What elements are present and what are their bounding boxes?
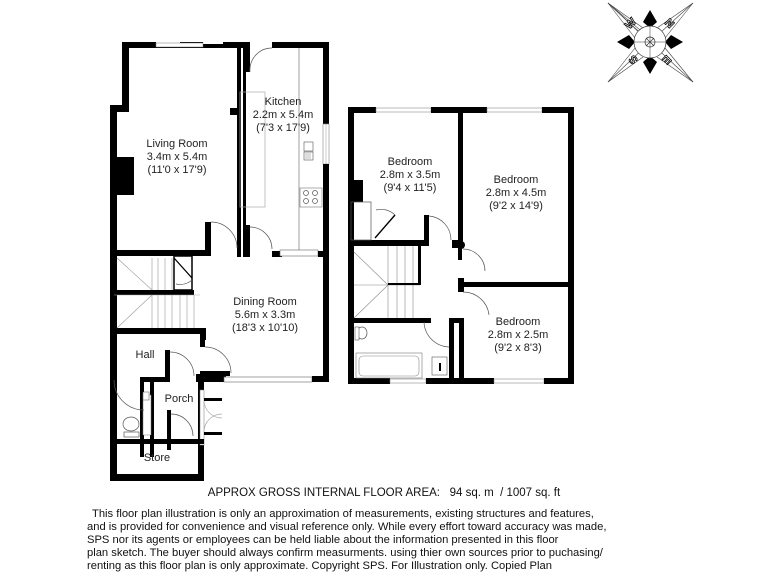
room-imperial: (9'4 x 11'5) bbox=[384, 182, 437, 194]
room-name: Bedroom bbox=[388, 156, 433, 168]
disclaimer-line: SPS nor its agents or employees can be h… bbox=[87, 534, 559, 546]
room-imperial: (18'3 x 10'10) bbox=[232, 322, 298, 334]
room-bedroom-2: Bedroom 2.8m x 4.5m (9'2 x 14'9) bbox=[486, 174, 547, 212]
ground-floor-plan bbox=[110, 42, 330, 481]
room-metric: 5.6m x 3.3m bbox=[235, 309, 296, 321]
room-name: Kitchen bbox=[265, 96, 302, 108]
compass-letter-s: S bbox=[627, 52, 641, 66]
room-porch: Porch bbox=[165, 393, 194, 405]
compass-letter-e: E bbox=[659, 52, 673, 66]
room-labels: Living Room 3.4m x 5.4m (11'0 x 17'9) Ki… bbox=[136, 96, 549, 464]
compass-rose-icon: W N S E bbox=[607, 2, 694, 83]
room-bedroom-1: Bedroom 2.8m x 3.5m (9'4 x 11'5) bbox=[380, 156, 441, 194]
room-name: Living Room bbox=[146, 138, 207, 150]
staircase-ground bbox=[114, 255, 206, 340]
room-metric: 2.8m x 4.5m bbox=[486, 187, 547, 199]
disclaimer-line: This floor plan illustration is only an … bbox=[92, 508, 594, 520]
room-living-room: Living Room 3.4m x 5.4m (11'0 x 17'9) bbox=[146, 138, 207, 176]
room-imperial: (9'2 x 8'3) bbox=[494, 342, 542, 354]
floor-area-separator: / bbox=[500, 487, 504, 499]
room-name: Store bbox=[144, 452, 170, 464]
room-name: Porch bbox=[165, 393, 194, 405]
room-name: Bedroom bbox=[496, 316, 541, 328]
room-imperial: (9'2 x 14'9) bbox=[489, 200, 543, 212]
room-store: Store bbox=[144, 452, 170, 464]
disclaimer-line: renting as this floor plan is only appro… bbox=[87, 560, 552, 572]
room-imperial: (7'3 x 17'9) bbox=[256, 122, 310, 134]
first-floor-plan bbox=[348, 107, 574, 384]
room-hall: Hall bbox=[136, 349, 155, 361]
floor-area-label: APPROX GROSS INTERNAL FLOOR AREA: bbox=[207, 487, 440, 499]
floor-area-imperial: 1007 sq. ft bbox=[506, 487, 561, 499]
floor-area-metric: 94 sq. m bbox=[449, 487, 494, 499]
room-metric: 3.4m x 5.4m bbox=[147, 151, 208, 163]
room-metric: 2.2m x 5.4m bbox=[253, 109, 314, 121]
room-metric: 2.8m x 2.5m bbox=[488, 329, 549, 341]
disclaimer-text: This floor plan illustration is only an … bbox=[87, 508, 707, 573]
room-dining-room: Dining Room 5.6m x 3.3m (18'3 x 10'10) bbox=[232, 296, 298, 334]
room-name: Hall bbox=[136, 349, 155, 361]
room-metric: 2.8m x 3.5m bbox=[380, 169, 441, 181]
room-kitchen: Kitchen 2.2m x 5.4m (7'3 x 17'9) bbox=[253, 96, 314, 134]
room-imperial: (11'0 x 17'9) bbox=[147, 164, 206, 176]
floor-area-summary: APPROX GROSS INTERNAL FLOOR AREA: 94 sq.… bbox=[0, 487, 768, 499]
room-name: Dining Room bbox=[233, 296, 297, 308]
room-bedroom-3: Bedroom 2.8m x 2.5m (9'2 x 8'3) bbox=[488, 316, 549, 354]
room-name: Bedroom bbox=[494, 174, 539, 186]
disclaimer-line: plan sketch. The buyer should always con… bbox=[87, 547, 603, 559]
disclaimer-line: and is provided for convenience and visu… bbox=[87, 521, 607, 533]
